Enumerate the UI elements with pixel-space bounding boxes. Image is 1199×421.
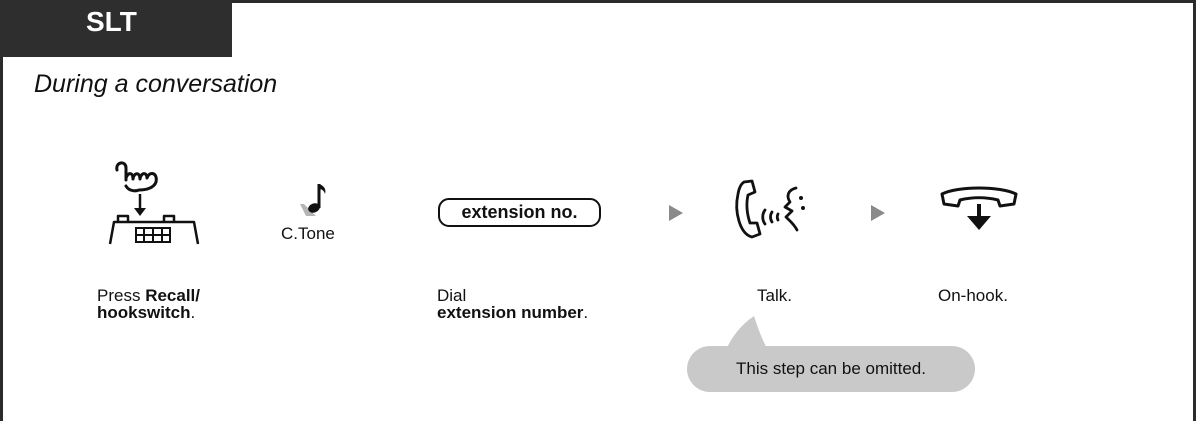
phone-type-label: SLT: [86, 6, 137, 37]
hand-pressing-hookswitch-icon: [108, 161, 200, 245]
right-triangle-arrow-icon: [871, 205, 885, 221]
dial-caption-line1: Dial: [437, 286, 467, 305]
handset-on-hook-icon: [940, 186, 1018, 230]
phone-type-tag: SLT: [0, 0, 232, 57]
talk-caption: Talk.: [757, 286, 792, 305]
recall-caption-suffix: .: [190, 303, 196, 322]
dial-caption-suffix: .: [583, 303, 589, 322]
dial-caption: Dial extension number.: [437, 287, 588, 321]
optional-step-note: This step can be omitted.: [687, 346, 975, 392]
recall-caption-prefix: Press: [97, 286, 146, 305]
confirmation-tone-label: C.Tone: [281, 224, 335, 243]
recall-caption-bold-1: Recall/: [145, 286, 200, 305]
handset-talk-icon: [735, 179, 805, 239]
bubble-pointer: [726, 316, 768, 350]
recall-caption-bold-2: hookswitch: [97, 303, 191, 322]
music-note-tone-icon: [300, 184, 326, 216]
extension-number-key: extension no.: [438, 198, 601, 227]
dial-caption-bold: extension number: [437, 303, 584, 322]
onhook-caption: On-hook.: [938, 286, 1008, 305]
recall-caption: Press Recall/ hookswitch.: [97, 287, 200, 321]
right-triangle-arrow-icon: [669, 205, 683, 221]
context-subtitle: During a conversation: [34, 70, 278, 98]
